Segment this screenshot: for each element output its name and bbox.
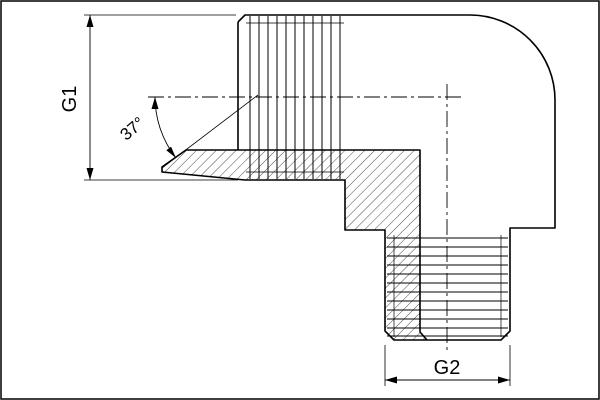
thread-flank-lines-vertical <box>387 237 508 337</box>
g2-arrow-left <box>385 376 397 384</box>
thread-horizontal-end <box>246 16 344 179</box>
thread-root-lines-horizontal <box>246 22 344 173</box>
fitting-body-outline <box>161 14 556 341</box>
g2-extension-lines <box>384 345 511 386</box>
dimension-flare-angle <box>151 94 259 169</box>
thread-vertical-end <box>387 235 508 337</box>
dimension-label-g1: G1 <box>59 86 81 113</box>
fitting-outline <box>161 14 556 341</box>
dimension-g2 <box>384 345 511 386</box>
g2-arrow-right <box>498 376 510 384</box>
angle-arrow-upper <box>151 97 159 109</box>
section-hatch <box>162 150 427 340</box>
g1-extension-lines <box>84 14 238 181</box>
thread-flank-lines-horizontal <box>249 16 341 179</box>
dimension-g1 <box>84 14 238 181</box>
g1-arrow-bottom <box>86 168 94 180</box>
angle-arrow-lower <box>166 146 176 158</box>
dimension-label-g2: G2 <box>434 357 461 379</box>
centerlines <box>148 84 462 352</box>
angle-reference-line <box>161 94 259 169</box>
thread-root-lines-vertical <box>393 235 502 337</box>
hatch-region <box>162 150 427 340</box>
g1-arrow-top <box>86 15 94 27</box>
